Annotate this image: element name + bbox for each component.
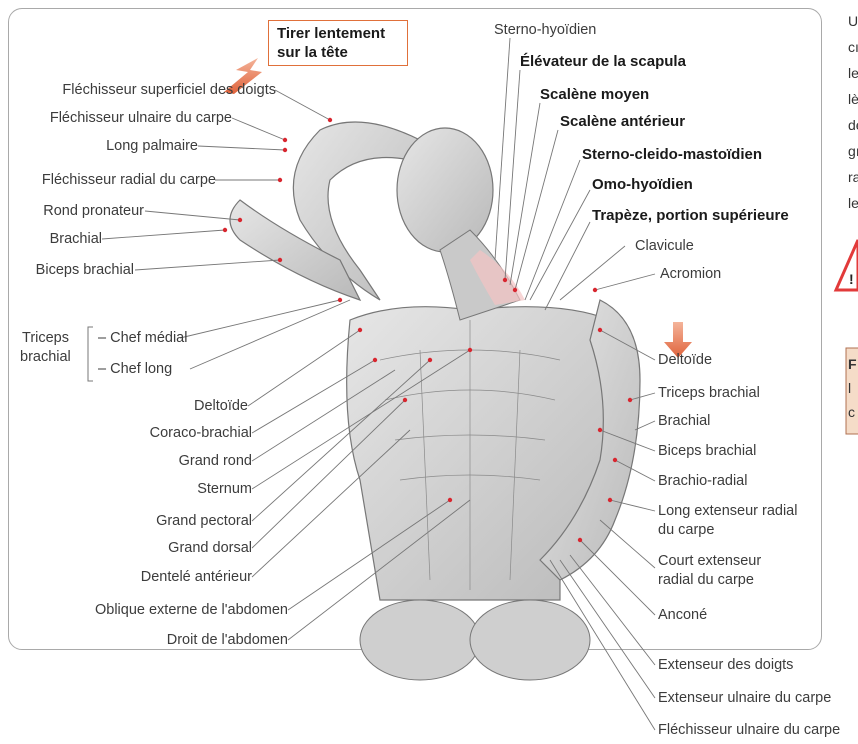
triceps-bracket (88, 327, 93, 381)
label-brachial-left: Brachial (10, 231, 102, 248)
stretch-instruction-callout: Tirer lentement sur la tête (268, 20, 408, 66)
label-scalene-anterieur: Scalène antérieur (560, 113, 685, 130)
label-sterno-cleido-mastoidien: Sterno-cleido-mastoïdien (582, 146, 762, 163)
label-chef-medial: – Chef médial (98, 330, 187, 347)
label-grand-rond: Grand rond (10, 453, 252, 470)
label-court-extenseur-2: radial du carpe (658, 572, 754, 589)
side-text-line: lè (848, 86, 858, 112)
label-brachial-right: Brachial (658, 413, 710, 430)
right-knee-shape (470, 600, 590, 680)
label-biceps-brachial-left: Biceps brachial (10, 262, 134, 279)
callout-line-2: sur la tête (277, 43, 399, 62)
warning-icon (836, 240, 858, 290)
label-triceps: Triceps (22, 330, 69, 347)
label-ancone: Anconé (658, 607, 707, 624)
label-sternum: Sternum (10, 481, 252, 498)
side-box-line: F (848, 352, 857, 376)
side-box-line: c (848, 400, 857, 424)
side-text-line: le (848, 190, 858, 216)
label-oblique-externe: Oblique externe de l'abdomen (10, 602, 288, 619)
head-shape (397, 128, 493, 252)
side-box-line: l (848, 376, 857, 400)
label-omo-hyoidien: Omo-hyoïdien (592, 176, 693, 193)
side-text-line: gı (848, 138, 858, 164)
left-knee-shape (360, 600, 480, 680)
label-droit-abdomen: Droit de l'abdomen (10, 632, 288, 649)
callout-line-1: Tirer lentement (277, 24, 399, 43)
label-long-palmaire: Long palmaire (10, 138, 198, 155)
label-brachial-group: brachial (20, 349, 71, 366)
label-chef-medial-text: Chef médial (110, 330, 187, 346)
label-flechisseur-radial-carpe: Fléchisseur radial du carpe (10, 172, 216, 189)
side-text-line: U (848, 8, 858, 34)
label-brachio-radial: Brachio-radial (658, 473, 747, 490)
side-box-text: F l c (848, 352, 857, 424)
label-flechisseur-ulnaire-carpe: Fléchisseur ulnaire du carpe (10, 110, 232, 127)
label-rond-pronateur: Rond pronateur (10, 203, 144, 220)
label-dentele-anterieur: Dentelé antérieur (10, 569, 252, 586)
label-elevateur-scapula: Élévateur de la scapula (520, 53, 686, 70)
side-text-line: cı (848, 34, 858, 60)
label-extenseur-doigts: Extenseur des doigts (658, 657, 793, 674)
label-long-extenseur-radial-2: du carpe (658, 522, 714, 539)
label-grand-pectoral: Grand pectoral (10, 513, 252, 530)
side-text-column: U cı le lè de gı ra le (848, 8, 858, 216)
label-court-extenseur: Court extenseur (658, 553, 761, 570)
label-biceps-brachial-right: Biceps brachial (658, 443, 756, 460)
label-trapeze-portion-superieure: Trapèze, portion supérieure (592, 207, 789, 224)
label-clavicule: Clavicule (635, 238, 694, 255)
label-flechisseur-superficiel-doigts: Fléchisseur superficiel des doigts (10, 82, 276, 99)
label-chef-long: – Chef long (98, 361, 172, 378)
side-text-line: le (848, 60, 858, 86)
label-extenseur-ulnaire-carpe: Extenseur ulnaire du carpe (658, 690, 831, 707)
label-deltoide-left: Deltoïde (10, 398, 248, 415)
label-coraco-brachial: Coraco-brachial (10, 425, 252, 442)
label-triceps-brachial-right: Triceps brachial (658, 385, 760, 402)
label-scalene-moyen: Scalène moyen (540, 86, 649, 103)
label-grand-dorsal: Grand dorsal (10, 540, 252, 557)
label-flechisseur-ulnaire-carpe-right: Fléchisseur ulnaire du carpe (658, 722, 840, 739)
label-deltoide-right: Deltoïde (658, 352, 712, 369)
label-long-extenseur-radial: Long extenseur radial (658, 503, 797, 520)
label-chef-long-text: Chef long (110, 361, 172, 377)
label-acromion: Acromion (660, 266, 721, 283)
side-text-line: ra (848, 164, 858, 190)
svg-text:!: ! (849, 271, 854, 287)
label-sterno-hyoidien: Sterno-hyoïdien (494, 22, 596, 39)
side-text-line: de (848, 112, 858, 138)
